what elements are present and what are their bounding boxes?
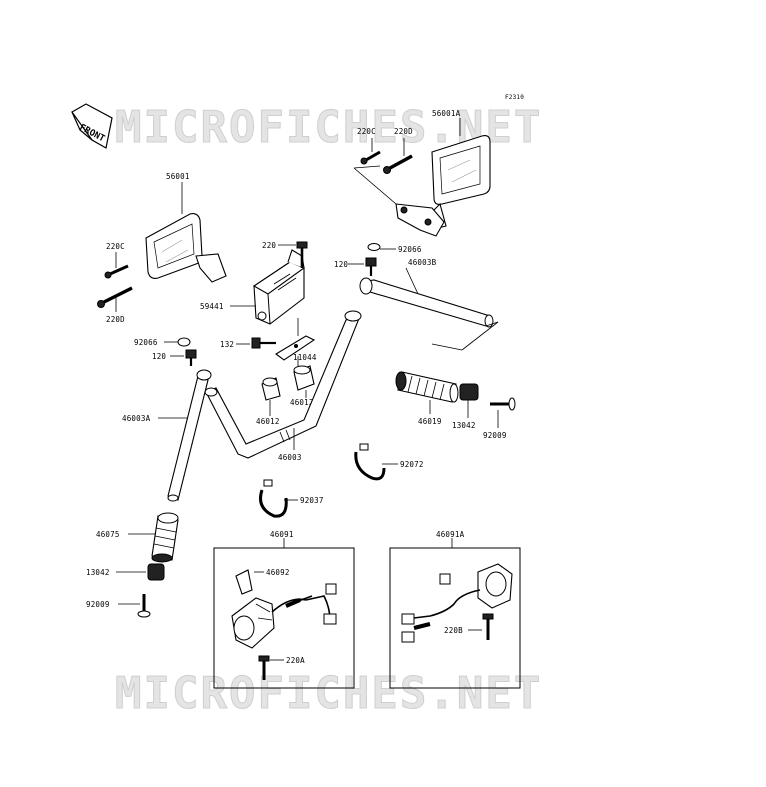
handlebar-left xyxy=(167,369,212,502)
band-92072 xyxy=(354,443,386,481)
holder-46012-a xyxy=(261,377,281,401)
switch-left-lever-46092 xyxy=(235,569,253,595)
handlebar-right xyxy=(359,277,494,328)
bolt-220c-top xyxy=(360,150,381,165)
label-92009-right: 92009 xyxy=(483,431,507,440)
label-220D-top: 220D xyxy=(394,127,413,136)
label-46092: 46092 xyxy=(266,568,290,577)
label-46003: 46003 xyxy=(278,453,302,462)
bolt-220-center xyxy=(296,241,308,268)
label-92009-left: 92009 xyxy=(86,600,110,609)
switch-right-housing xyxy=(401,563,513,643)
label-92066-left: 92066 xyxy=(134,338,158,347)
label-46012-a: 46012 xyxy=(256,417,280,426)
switch-left-connectors xyxy=(285,583,337,625)
label-46003B: 46003B xyxy=(408,258,437,267)
label-13042-left: 13042 xyxy=(86,568,110,577)
grip-left xyxy=(151,512,179,563)
box-46091A xyxy=(389,547,521,689)
bolt-220c-left xyxy=(104,264,129,279)
label-120-left: 120 xyxy=(152,352,166,361)
grip-right xyxy=(395,371,459,403)
screw-92009-left xyxy=(137,594,151,618)
label-220A: 220A xyxy=(286,656,305,665)
holder-46012-b xyxy=(293,365,315,391)
mirror-right xyxy=(395,135,491,237)
label-132: 132 xyxy=(220,340,234,349)
figure-code: F2310 xyxy=(505,94,524,101)
label-46075: 46075 xyxy=(96,530,120,539)
label-59441: 59441 xyxy=(200,302,224,311)
label-220C-top: 220C xyxy=(357,127,376,136)
label-56001A: 56001A xyxy=(432,109,461,118)
clamp-cover xyxy=(252,249,306,325)
label-220B: 220B xyxy=(444,626,463,635)
label-46091A: 46091A xyxy=(436,530,465,539)
label-92037: 92037 xyxy=(300,496,324,505)
label-92066-top: 92066 xyxy=(398,245,422,254)
mirror-left xyxy=(145,213,227,283)
cap-92066-left xyxy=(177,337,191,347)
label-220-center: 220 xyxy=(262,241,276,250)
front-arrow-icon: FRONT xyxy=(71,103,113,149)
screw-220b xyxy=(482,613,494,640)
label-11044: 11044 xyxy=(293,353,317,362)
bolt-132 xyxy=(251,337,276,349)
label-120-top: 120 xyxy=(334,260,348,269)
switch-left-housing xyxy=(231,597,307,649)
weight-13042-right xyxy=(459,383,479,401)
handlebar-center xyxy=(204,310,362,459)
screw-92009-right xyxy=(490,397,516,411)
label-46019: 46019 xyxy=(418,417,442,426)
bolt-220d-top xyxy=(383,154,413,174)
label-220C-left: 220C xyxy=(106,242,125,251)
watermark-bottom: MICROFICHES.NET xyxy=(115,668,542,719)
label-56001: 56001 xyxy=(166,172,190,181)
cap-92066-top xyxy=(367,243,381,251)
bolt-220d-left xyxy=(97,286,133,308)
screw-220a xyxy=(258,655,270,680)
label-13042-right: 13042 xyxy=(452,421,476,430)
watermark-top: MICROFICHES.NET xyxy=(115,102,542,153)
weight-13042-left xyxy=(147,563,165,581)
band-92037 xyxy=(259,479,288,518)
bolt-120-top xyxy=(365,257,377,276)
bracket-11044 xyxy=(275,335,316,361)
label-46012-b: 46012 xyxy=(290,398,314,407)
label-92072: 92072 xyxy=(400,460,424,469)
label-46091: 46091 xyxy=(270,530,294,539)
label-220D-left: 220D xyxy=(106,315,125,324)
label-46003A: 46003A xyxy=(122,414,151,423)
bolt-120-left xyxy=(185,349,197,366)
